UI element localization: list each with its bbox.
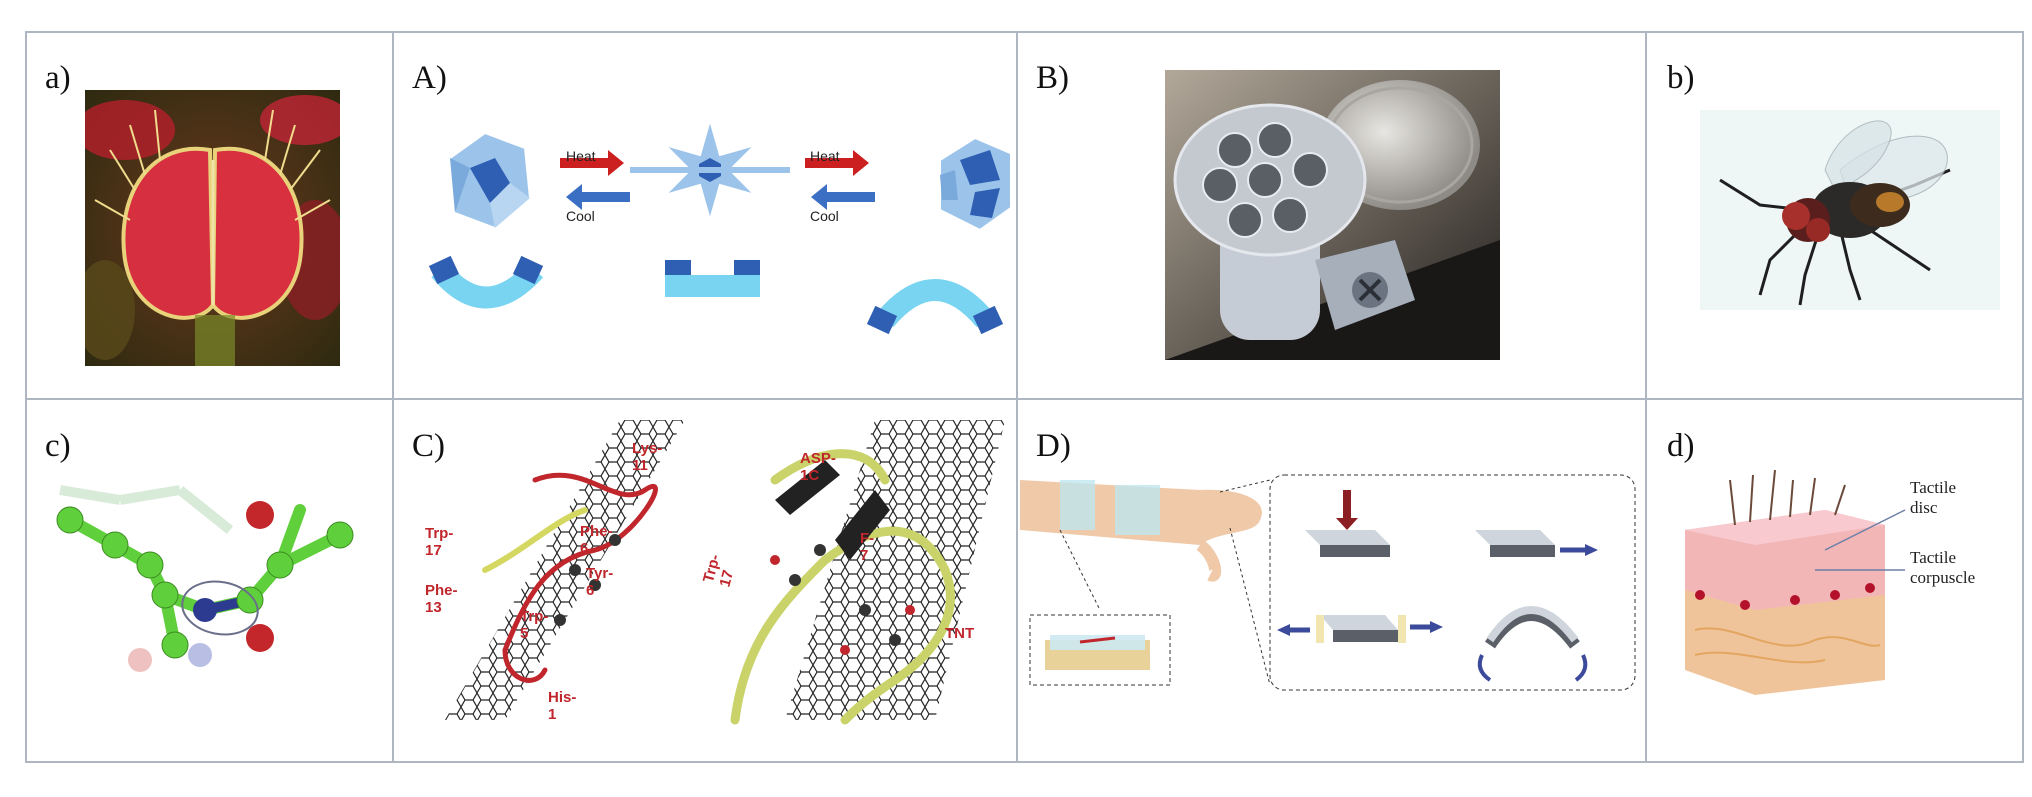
panel-label-D: D): [1036, 428, 1071, 464]
grid-divider: [25, 398, 2024, 400]
molecule-model: [40, 470, 375, 680]
grid-divider: [1645, 31, 1647, 763]
skin-cross-section: [1675, 470, 1910, 700]
figure-grid: [25, 31, 2024, 763]
peptide-nanotube-render: [445, 420, 1005, 725]
tactile-corpuscle-label-line1: Tactile: [1910, 548, 1957, 567]
panel-label-a: a): [45, 60, 71, 96]
residue-label: Phe-6: [580, 523, 613, 557]
lens-device-photo: [1165, 70, 1500, 360]
residue-label: His-1: [548, 689, 577, 723]
residue-label: F-7: [860, 530, 875, 564]
panel-label-C: C): [412, 428, 445, 464]
residue-label: Lys-11: [632, 440, 663, 474]
shape-morphing-diagram: [420, 120, 1010, 340]
venus-flytrap-photo: [85, 90, 340, 366]
fly-photo: [1700, 110, 2000, 310]
residue-label: Phe-13: [425, 582, 458, 616]
grid-divider: [392, 31, 394, 763]
residue-label: Trp-5: [520, 608, 549, 642]
tactile-corpuscle-label-line2: corpuscle: [1910, 568, 1976, 587]
panel-label-B: B): [1036, 60, 1069, 96]
cool-label-2: Cool: [810, 208, 839, 224]
heat-label-1: Heat: [566, 148, 596, 164]
panel-label-b: b): [1667, 60, 1695, 96]
panel-label-d: d): [1667, 428, 1695, 464]
residue-label: Tyr-6: [586, 565, 614, 599]
panel-label-c: c): [45, 428, 71, 464]
residue-label: Trp-17: [425, 525, 454, 559]
wearable-sensor-diagram: [1020, 470, 1640, 695]
tactile-disc-label-line1: Tactile: [1910, 478, 1957, 497]
residue-label: ASP-1C: [800, 450, 836, 484]
panel-label-A: A): [412, 60, 447, 96]
cool-label-1: Cool: [566, 208, 595, 224]
tactile-disc-label-line2: disc: [1910, 498, 1938, 517]
residue-label: TNT: [945, 625, 975, 642]
heat-label-2: Heat: [810, 148, 840, 164]
grid-divider: [1016, 31, 1018, 763]
